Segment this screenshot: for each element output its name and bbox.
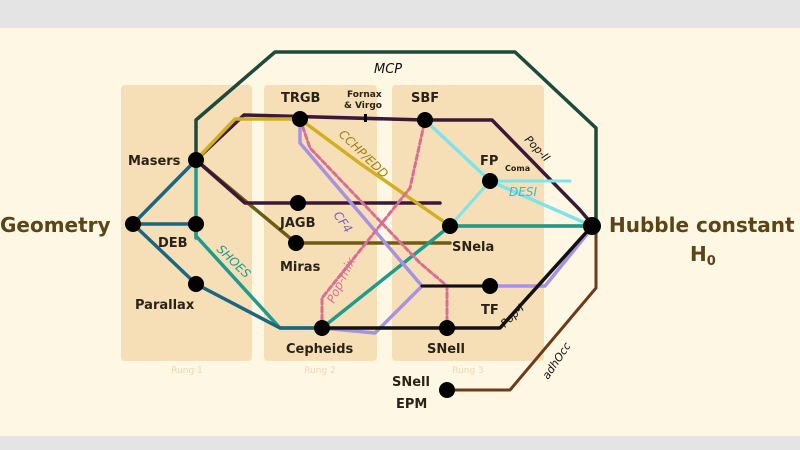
snell-station (439, 320, 455, 336)
coma-label: Coma (505, 164, 530, 173)
fornax-label-line1: Fornax (347, 90, 382, 100)
deb-label: DEB (158, 236, 188, 251)
desi-label: DESI (509, 185, 537, 199)
popmix-lower-line (320, 118, 427, 330)
masers-station (188, 152, 204, 168)
geometry-label: Geometry (0, 213, 111, 237)
cepheids-label: Cepheids (286, 342, 353, 357)
snell-epm-label-line2: EPM (396, 397, 427, 412)
parallax-label: Parallax (135, 298, 195, 313)
masers-label: Masers (128, 154, 181, 169)
stations (125, 111, 601, 398)
fornax-label-line2: & Virgo (344, 101, 382, 111)
hubble-station (583, 217, 601, 235)
rung-1-label: Rung 1 (171, 366, 203, 376)
cepheids-station (314, 320, 330, 336)
mcp-label: MCP (374, 62, 402, 77)
pop2-line (194, 113, 594, 226)
rung-3-box (392, 85, 544, 361)
geometry-to-masers (131, 158, 198, 226)
mcp-line (194, 50, 598, 226)
adhocc-line (445, 222, 598, 392)
tf-station (482, 278, 498, 294)
jagb-station (290, 195, 306, 211)
pop2-lower-line (194, 158, 442, 205)
distance-ladder-diagram: Rung 1 Rung 2 Rung 3 (0, 28, 800, 436)
route-lines (131, 50, 598, 392)
tf-label: TF (481, 303, 499, 318)
snela-label: SNela (452, 240, 494, 255)
hubble-label-line1: Hubble constant (609, 213, 795, 237)
station-labels: Geometry Hubble constant H0 Masers DEB P… (0, 90, 795, 412)
geometry-to-parallax (131, 222, 324, 330)
trgb-label: TRGB (281, 91, 320, 106)
sbf-station (417, 112, 433, 128)
geometry-station (125, 216, 141, 232)
metro-map: Rung 1 Rung 2 Rung 3 (0, 50, 795, 412)
popmix-line (298, 117, 449, 330)
fp-station (482, 173, 498, 189)
rung-3-label: Rung 3 (452, 366, 484, 376)
trgb-station (292, 111, 308, 127)
miras-station (288, 235, 304, 251)
snell-label: SNell (427, 342, 465, 357)
fornax-tick (364, 114, 367, 122)
snell-epm-label-line1: SNell (392, 375, 430, 390)
adhocc-label: adhOcc (540, 340, 574, 382)
fp-label: FP (480, 154, 498, 169)
jagb-label: JAGB (279, 216, 315, 231)
desi-snela-branch (448, 179, 492, 228)
pop1-line (320, 224, 594, 330)
snela-station (442, 218, 458, 234)
deb-station (188, 216, 204, 232)
sbf-label: SBF (411, 91, 439, 106)
snell-epm-station (439, 382, 455, 398)
parallax-station (188, 276, 204, 292)
hubble-label-h: H0 (690, 242, 716, 269)
rung-boxes: Rung 1 Rung 2 Rung 3 (121, 85, 544, 376)
rung-2-label: Rung 2 (304, 366, 336, 376)
miras-label: Miras (280, 260, 321, 275)
